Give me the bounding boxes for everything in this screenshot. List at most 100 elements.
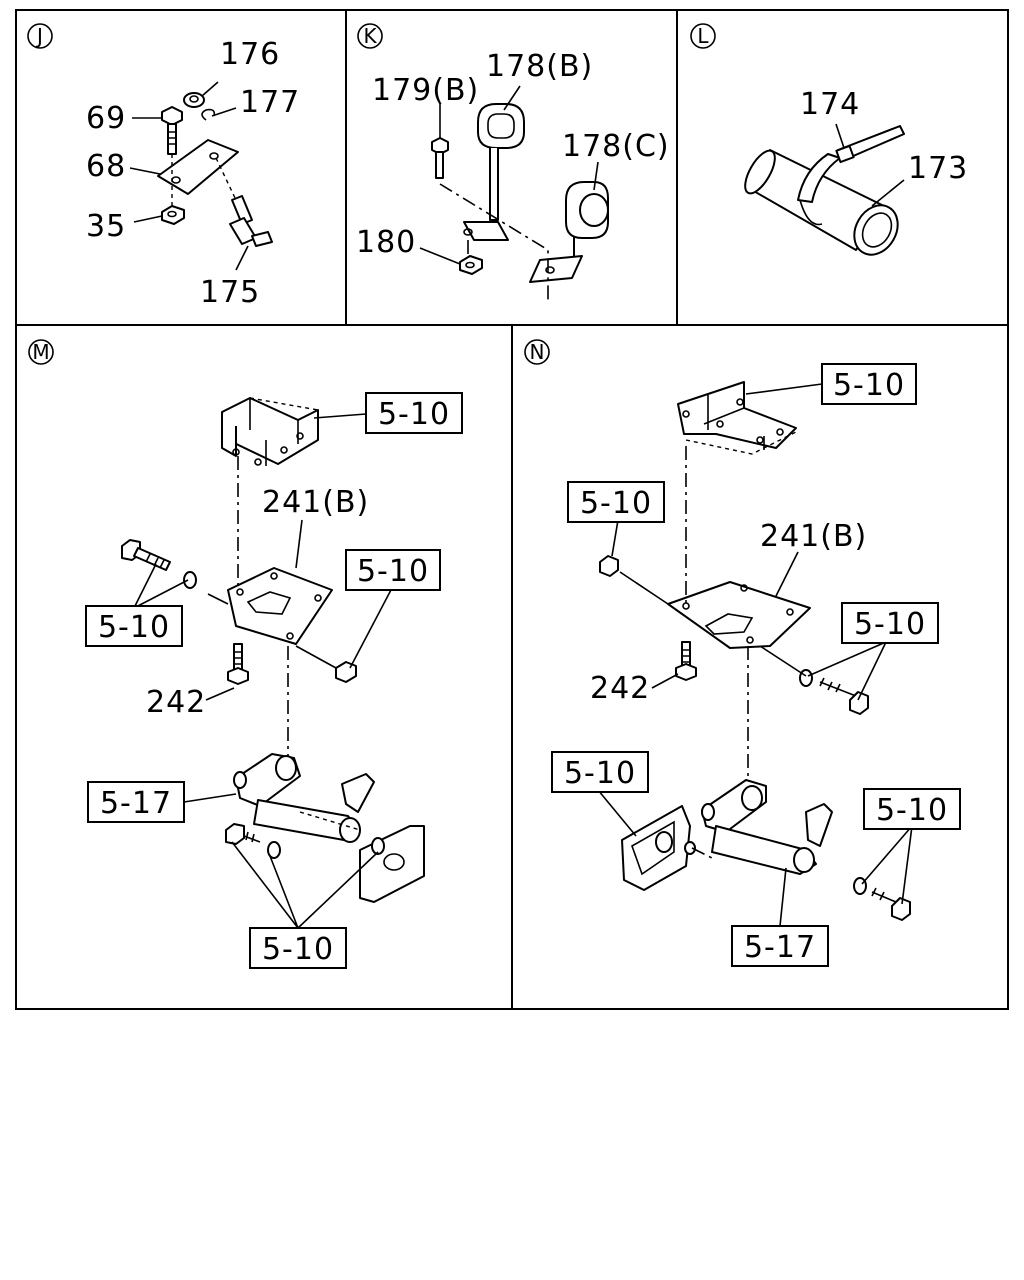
leader-176 [201, 81, 219, 97]
ref-m-bolt: 5-10 [98, 610, 170, 645]
label-n-241b: 241(B) [760, 519, 867, 554]
panel-n-letter: N [530, 340, 545, 364]
assembly-lines-j [171, 154, 237, 206]
ref-box-n-top [821, 363, 917, 405]
ref-box-m-517 [87, 781, 185, 823]
leader-178c [593, 161, 599, 191]
nut-35 [161, 205, 185, 225]
assembly-line-n-3 [691, 847, 717, 861]
washer-176 [183, 92, 205, 108]
nut-left-n [599, 555, 619, 577]
ref-box-n-bolt [841, 602, 939, 644]
ref-box-m-top [365, 392, 463, 434]
clamp-178c [529, 181, 609, 283]
side-bracket-n [621, 805, 696, 891]
plate-241b-m [227, 567, 333, 645]
bolt-242-m [227, 643, 249, 685]
tee-fitting-175 [229, 195, 273, 247]
label-177: 177 [240, 85, 300, 120]
ref-box-n-bracket [551, 751, 649, 793]
label-173: 173 [908, 151, 968, 186]
label-m-242: 242 [146, 685, 206, 720]
ref-box-m-bolt [85, 605, 183, 647]
ref-n-nut: 5-10 [580, 486, 652, 521]
panel-k-letter-circle [357, 23, 383, 49]
panel-frames [15, 9, 1009, 1010]
plate-241b-n [667, 581, 811, 649]
leader-n-ref-right [861, 825, 913, 905]
bolt-washers-bottom-m [225, 823, 385, 859]
panel-k-letter: K [363, 24, 377, 48]
label-35: 35 [86, 209, 126, 244]
panel-m-letter: M [32, 340, 49, 364]
bolt-242-n [675, 641, 697, 681]
panel-n-letter-circle [524, 339, 550, 365]
leader-173 [871, 179, 905, 207]
leader-m-517 [183, 793, 237, 803]
panel-m: M [28, 339, 463, 969]
frame-bracket-top-m [221, 397, 319, 466]
label-180: 180 [356, 225, 416, 260]
ref-box-m-nut [345, 549, 441, 591]
ref-n-bracket: 5-10 [564, 756, 636, 791]
label-m-241b: 241(B) [262, 485, 369, 520]
assembly-line-n-4 [619, 571, 807, 677]
ref-m-top: 5-10 [378, 397, 450, 432]
label-68: 68 [86, 149, 126, 184]
leader-180 [419, 247, 461, 265]
bolt-washer-right-n [799, 669, 869, 715]
label-178b: 178(B) [486, 49, 593, 84]
frame-bracket-top-n [677, 381, 797, 455]
hinge-assembly-m [233, 753, 425, 903]
ref-m-bottom: 5-10 [262, 932, 334, 967]
ref-m-517: 5-17 [100, 786, 172, 821]
panel-l: L 174 173 [690, 23, 968, 256]
label-174: 174 [800, 87, 860, 122]
leader-m-242 [205, 687, 235, 701]
leader-n-242 [651, 673, 679, 689]
panel-k: K 179(B) [356, 23, 670, 300]
bolt-washer-left-m [121, 539, 197, 589]
assembly-line-m-3 [207, 593, 337, 669]
leader-n-ref-nut [611, 519, 619, 557]
nut-180 [459, 255, 483, 275]
ref-n-top: 5-10 [833, 368, 905, 403]
label-178c: 178(C) [562, 129, 670, 164]
label-175: 175 [200, 275, 260, 310]
panel-l-letter: L [697, 24, 709, 48]
panel-l-letter-circle [690, 23, 716, 49]
clip-177 [201, 108, 216, 121]
leader-175 [235, 245, 249, 271]
ref-n-right: 5-10 [876, 793, 948, 828]
leader-m-ref-bottom [231, 841, 379, 929]
leader-174 [835, 123, 845, 149]
cable-tie-174 [797, 125, 905, 226]
leader-n-ref-bolt [807, 641, 887, 701]
assembly-lines-k [439, 183, 549, 300]
panel-j: J [27, 23, 300, 310]
bolt-69 [161, 106, 183, 155]
panel-n: N [524, 339, 961, 967]
ref-n-517: 5-17 [744, 930, 816, 965]
leader-m-ref-top [313, 413, 367, 419]
leader-m-241b [295, 519, 303, 569]
leader-n-ref-bracket [597, 789, 637, 837]
ref-box-n-nut [567, 481, 665, 523]
ref-n-bolt: 5-10 [854, 607, 926, 642]
nut-right-m [335, 661, 357, 683]
label-69: 69 [86, 101, 126, 136]
leader-n-ref-top [745, 383, 823, 395]
leader-m-ref-nut [349, 587, 393, 669]
leader-177 [211, 107, 237, 117]
ref-box-n-517 [731, 925, 829, 967]
leader-m-ref-bolt [133, 563, 189, 609]
label-n-242: 242 [590, 671, 650, 706]
ref-box-m-bottom [249, 927, 347, 969]
leader-68 [129, 167, 161, 175]
clamp-178b [463, 103, 525, 241]
bolt-179b [431, 137, 449, 179]
label-179b: 179(B) [372, 73, 479, 108]
panel-j-letter: J [35, 24, 43, 48]
leader-35 [133, 215, 163, 223]
